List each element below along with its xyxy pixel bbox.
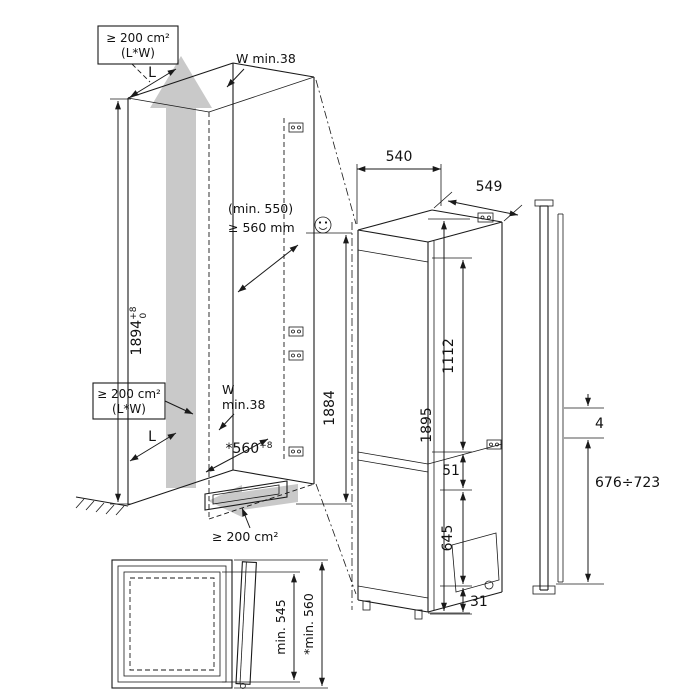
depth-l-top-label: L: [148, 65, 156, 81]
vent-area-top-note: (L*W): [121, 46, 155, 60]
top-view-outline: [111, 559, 257, 689]
topview-min-depth-with-door-label: *min. 560: [301, 593, 316, 655]
hinge-icon: [477, 212, 494, 223]
appliance-width-dimension: 540: [356, 149, 442, 224]
niche-depth-dimension: *560+8: [205, 438, 273, 473]
top-view-dimensions: min. 545 *min. 560: [222, 559, 328, 689]
appliance-height-in-niche-dimension: 1884: [296, 232, 352, 505]
appliance-total-height-dimension: 1895: [419, 218, 470, 614]
appliance-height-in-niche-label: 1884: [322, 390, 338, 426]
wall-thickness-mid-dimension: W min.38: [218, 382, 265, 431]
hinge-icon: [288, 122, 304, 133]
vent-area-bottom-label: ≥ 200 cm²: [212, 529, 278, 544]
floor-hatching: [75, 496, 129, 516]
ventilation-airflow-arrow-icon: [150, 56, 298, 517]
niche-height-dimension: 1894+80: [110, 98, 149, 505]
min-depth-note-label: (min. 550): [228, 201, 293, 216]
smiley-icon: [314, 216, 332, 234]
depth-l-top-dimension: L: [129, 65, 177, 98]
hinge-icon: [486, 439, 502, 450]
niche-outline: [127, 62, 357, 610]
niche-plinth-vent: [204, 480, 288, 511]
niche-height-label: 1894+80: [129, 306, 149, 355]
wall-thickness-top-label: W min.38: [236, 51, 296, 66]
appliance-width-label: 540: [386, 149, 413, 165]
side-panel-outline: [532, 199, 564, 595]
hinge-icon: [288, 446, 304, 457]
topview-min-depth-label: min. 545: [273, 599, 288, 654]
niche-hinge-icons: [288, 122, 304, 457]
depth-l-bottom-label: L: [148, 429, 156, 445]
vent-area-top-label: ≥ 200 cm²: [106, 31, 170, 45]
recommended-depth-callout: (min. 550) ≥ 560 mm: [228, 201, 332, 293]
recommended-depth-label: ≥ 560 mm: [228, 220, 295, 235]
panel-mount-range-label: 676÷723: [595, 475, 660, 491]
hinge-icon: [288, 326, 304, 337]
vent-area-mid-label: ≥ 200 cm²: [97, 387, 161, 401]
wall-thickness-mid-label-min38: min.38: [222, 397, 265, 412]
plinth-height-label: 31: [470, 594, 488, 610]
open-door: [235, 561, 257, 689]
depth-l-bottom-dimension: L: [129, 429, 177, 462]
appliance-partial-height-dimensions: 1112 51 645 31: [430, 257, 488, 615]
vent-area-mid-callout: ≥ 200 cm² (L*W): [92, 382, 194, 420]
wall-thickness-mid-label-w: W: [222, 382, 234, 397]
lower-door-height-label: 645: [440, 525, 456, 552]
appliance-depth-label: 549: [476, 179, 503, 195]
wall-thickness-top-dimension: W min.38: [226, 51, 296, 88]
vent-area-top-callout: ≥ 200 cm² (L*W): [97, 25, 179, 83]
appliance-total-height-label: 1895: [419, 407, 435, 443]
mid-gap-label: 51: [442, 463, 460, 479]
upper-door-height-label: 1112: [441, 338, 457, 374]
appliance-depth-dimension: 549: [433, 179, 523, 222]
panel-gap-label: 4: [595, 416, 604, 432]
side-panel-dimensions: 4 676÷723: [556, 394, 660, 585]
vent-area-bottom-callout: ≥ 200 cm²: [212, 507, 278, 544]
vent-area-mid-note: (L*W): [112, 402, 146, 416]
hinge-icon: [288, 350, 304, 361]
